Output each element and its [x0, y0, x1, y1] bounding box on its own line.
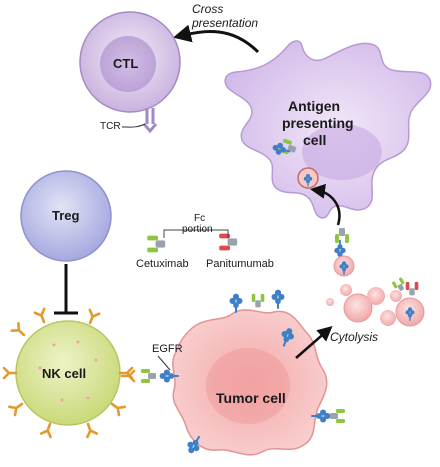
fc-bracket: [163, 229, 229, 238]
tumor-fragments: [326, 255, 425, 327]
fc-label-1: Fc: [194, 213, 206, 224]
cross-presentation-label-1: Cross: [192, 2, 224, 16]
cross-presentation-label-2: presentation: [192, 16, 259, 30]
cetuximab-label: Cetuximab: [136, 258, 189, 270]
treg-cell: [20, 170, 112, 262]
tumor-cell-label: Tumor cell: [216, 390, 286, 406]
uptake-arrow: [310, 183, 341, 226]
cetuximab-antibody: [147, 235, 166, 253]
tcr-receptor: [121, 108, 158, 134]
tcr-label: TCR: [100, 121, 121, 132]
treg-label: Treg: [52, 208, 80, 223]
cytolysis-label: Cytolysis: [330, 330, 379, 344]
panitumumab-label: Panitumumab: [206, 258, 274, 270]
nk-cell-label: NK cell: [42, 366, 87, 381]
cross-presentation-arrow: [172, 24, 260, 54]
egfr-label: EGFR: [152, 343, 183, 355]
cytolysis-arrow: [295, 326, 333, 359]
ctl-label: CTL: [113, 56, 139, 71]
ctl-cell: [79, 11, 181, 113]
apc-label-2: presenting: [282, 115, 354, 131]
apc-label-1: Antigen: [288, 98, 341, 114]
inhibition-line: [54, 264, 78, 315]
apc-label-3: cell: [303, 132, 327, 148]
fc-label-2: portion: [182, 224, 213, 235]
